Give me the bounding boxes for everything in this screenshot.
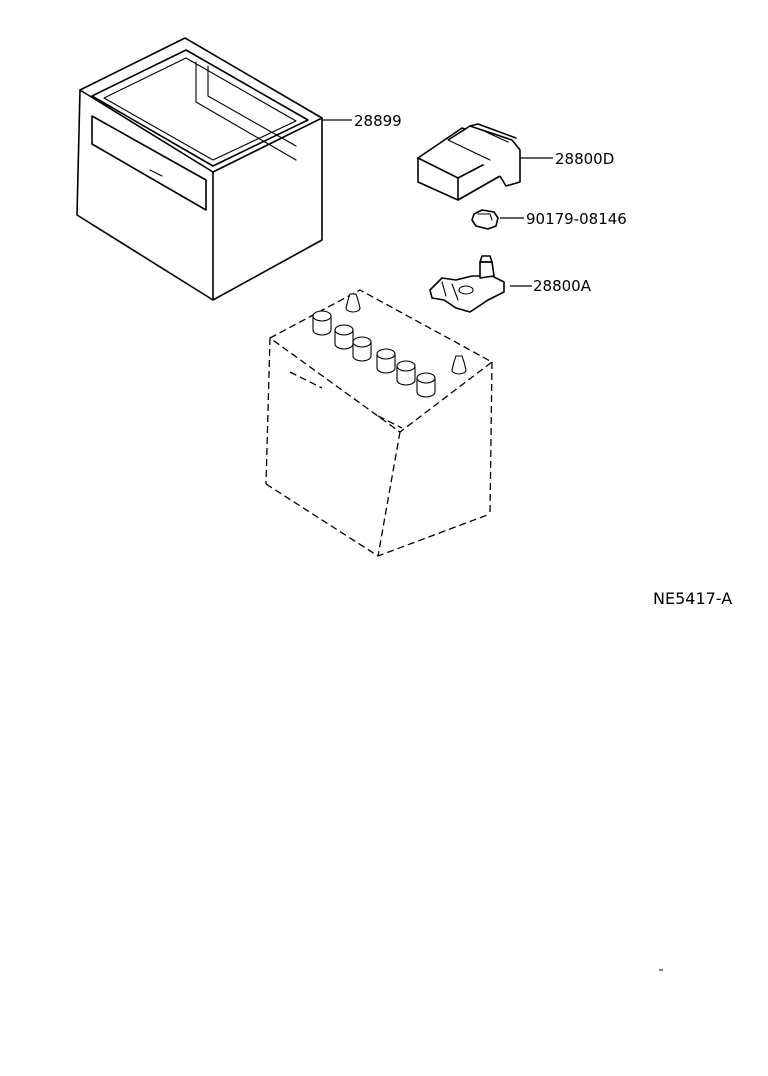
nut-drawing <box>471 209 499 230</box>
figure-code: NE5417-A <box>653 589 732 608</box>
battery-drawing <box>265 289 493 557</box>
part-label-28800A: 28800A <box>533 277 592 295</box>
part-label-90179-08146: 90179-08146 <box>526 210 627 228</box>
part-label-28800D: 28800D <box>555 150 614 168</box>
hold-down-drawing <box>417 123 521 201</box>
terminal-drawing <box>429 255 505 313</box>
battery-tray-drawing <box>76 37 323 301</box>
part-label-28899: 28899 <box>354 112 402 130</box>
